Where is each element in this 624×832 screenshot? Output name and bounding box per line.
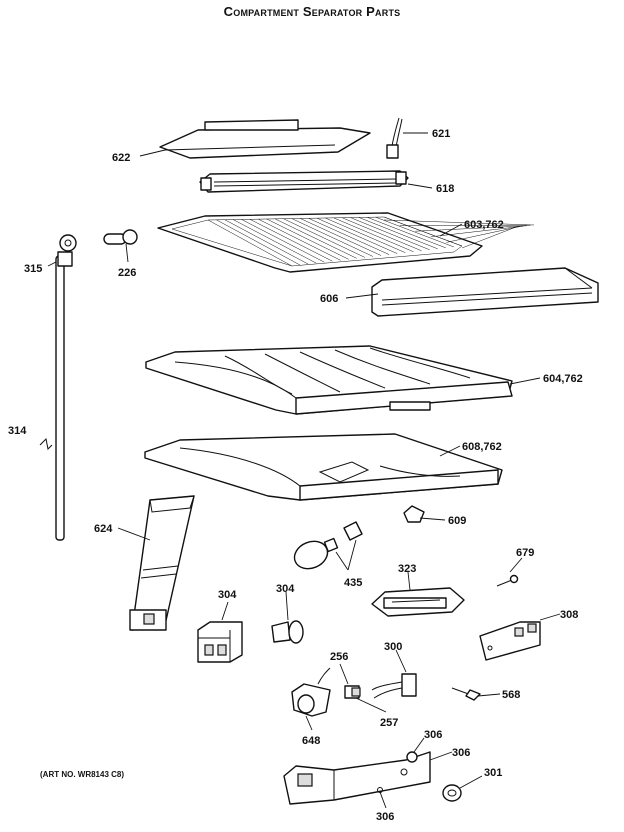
shelf-wire: [367, 217, 446, 249]
part-568-screw: [451, 687, 481, 701]
part-435-lamp: [293, 521, 363, 571]
shelf-wire: [266, 218, 349, 260]
shelf-wire: [207, 219, 293, 267]
shelf-wire: [383, 216, 463, 247]
callout-306b: 306: [452, 747, 470, 759]
callout-257: 257: [380, 717, 398, 729]
callout-622: 622: [112, 152, 130, 164]
shelf-wire: [316, 217, 398, 254]
part-648-motor: [291, 667, 331, 717]
shelf-wire: [383, 219, 535, 226]
shelf-wire: [325, 217, 406, 253]
callout-306a: 306: [424, 729, 442, 741]
part-304-knob: [271, 620, 304, 644]
part-609-clip: [403, 505, 425, 523]
shelf-wire: [241, 219, 325, 263]
art-number: (ART NO. WR8143 C8): [40, 770, 125, 779]
callout-308: 308: [560, 609, 578, 621]
shelf-wire: [300, 218, 382, 256]
callout-226: 226: [118, 267, 136, 279]
shelf-wire: [430, 225, 524, 238]
part-603-wire-shelf: [157, 212, 535, 273]
shelf-wire: [291, 218, 374, 257]
part-226-plug: [103, 229, 138, 245]
part-256-switch: [344, 685, 361, 699]
part-308-panel: [479, 621, 541, 661]
callout-608: 608,762: [462, 441, 502, 453]
part-323-bracket: [371, 587, 465, 617]
callout-315: 315: [24, 263, 42, 275]
page-title: Compartment Separator Parts: [223, 4, 401, 19]
callout-568: 568: [502, 689, 520, 701]
callout-609: 609: [448, 515, 466, 527]
callout-314: 314: [8, 425, 27, 437]
callout-603: 603,762: [464, 219, 504, 231]
part-624-duct: [129, 495, 195, 631]
shelf-wire: [415, 225, 527, 232]
shelf-wire: [283, 218, 365, 258]
shelf-wire: [341, 217, 422, 251]
leader-lines: [47, 132, 561, 809]
part-608-separator: [144, 433, 503, 501]
shelf-wire: [308, 218, 390, 255]
callout-323: 323: [398, 563, 416, 575]
shelf-wire: [375, 216, 454, 248]
shelf-wire: [258, 218, 341, 261]
part-314-315-rod: [39, 234, 77, 541]
shelf-wire: [224, 219, 309, 265]
callout-304a: 304: [218, 589, 237, 601]
part-604-separator: [145, 345, 513, 415]
shelf-wire: [350, 217, 430, 251]
shelf-wire: [446, 226, 520, 243]
callout-606: 606: [320, 293, 338, 305]
part-304-relay: [197, 621, 243, 663]
callout-679: 679: [516, 547, 534, 559]
callouts: 622 621 618 603,762 315 226 606 604,762 …: [8, 128, 583, 823]
callout-256: 256: [330, 651, 348, 663]
part-622-cover: [159, 119, 371, 159]
shelf-wire: [461, 226, 517, 249]
shelf-wire: [216, 219, 301, 266]
shelf-wire: [233, 219, 317, 264]
callout-618: 618: [436, 183, 454, 195]
shelf-wire: [274, 218, 357, 259]
part-618-channel: [199, 170, 409, 193]
callout-648: 648: [302, 735, 320, 747]
shelf-wire: [333, 217, 414, 252]
part-606-rail: [371, 267, 599, 317]
callout-621: 621: [432, 128, 450, 140]
part-621-connector: [386, 117, 403, 159]
callout-624: 624: [94, 523, 113, 535]
callout-604: 604,762: [543, 373, 583, 385]
part-679-screw: [496, 574, 519, 587]
callout-306c: 306: [376, 811, 394, 823]
shelf-wire: [358, 217, 438, 250]
part-301-knob: [442, 784, 462, 802]
shelf-wire: [249, 219, 333, 262]
callout-304b: 304: [276, 583, 295, 595]
callout-435: 435: [344, 577, 362, 589]
callout-300: 300: [384, 641, 402, 653]
part-306-base: [283, 751, 431, 805]
callout-301: 301: [484, 767, 502, 779]
part-300-component: [371, 673, 417, 699]
